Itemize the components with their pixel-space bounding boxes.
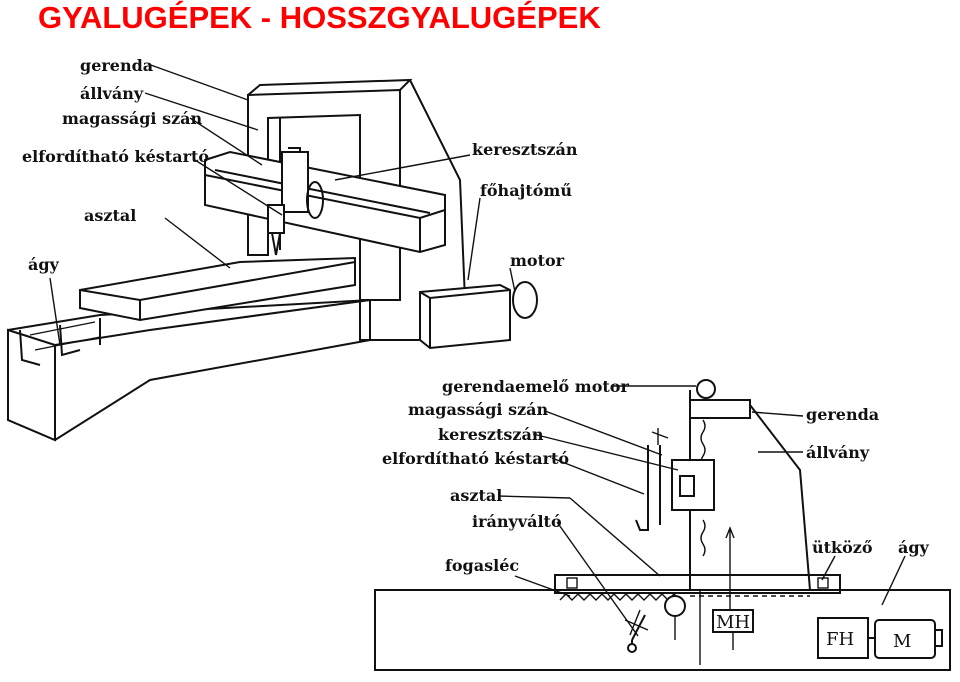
main-drive-drawing bbox=[419, 281, 538, 350]
bottom-leader-lines bbox=[497, 385, 906, 637]
beam-block bbox=[689, 399, 751, 419]
mh-label: MH bbox=[716, 612, 750, 633]
label-allvany-top: állvány bbox=[80, 84, 144, 103]
label-utkozo: ütköző bbox=[812, 538, 873, 557]
label-agy-bottom: ágy bbox=[898, 538, 930, 557]
beam-motor-circle bbox=[696, 379, 716, 399]
label-gerenda-bottom: gerenda bbox=[806, 405, 879, 424]
cross-rail-drawing bbox=[204, 150, 446, 254]
rack-teeth bbox=[559, 593, 681, 601]
label-iranyvalto: irányváltó bbox=[472, 512, 562, 531]
top-labels: gerenda állvány magassági szán elfordíth… bbox=[22, 56, 578, 274]
tool-head-drawing bbox=[267, 147, 324, 256]
bottom-labels: gerendaemelő motor magassági szán keresz… bbox=[382, 377, 930, 575]
label-keresztszan-bottom: keresztszán bbox=[438, 425, 544, 444]
page-title: GYALUGÉPEK - HOSSZGYALUGÉPEK bbox=[38, 0, 601, 35]
top-leader-lines bbox=[49, 63, 516, 346]
label-agy-top: ágy bbox=[28, 255, 60, 274]
label-keresztszan-top: keresztszán bbox=[472, 140, 578, 159]
label-fohajtomu-top: főhajtómű bbox=[480, 181, 572, 200]
label-allvany-bottom: állvány bbox=[806, 443, 870, 462]
bed-drawing bbox=[7, 298, 371, 442]
label-asztal-top: asztal bbox=[84, 206, 136, 225]
label-magassagi-szan-bottom: magassági szán bbox=[408, 400, 549, 419]
table-drawing bbox=[79, 256, 356, 322]
bed-base bbox=[374, 589, 951, 671]
table-bar bbox=[554, 574, 841, 594]
label-asztal-bottom: asztal bbox=[450, 486, 502, 505]
label-magassagi-szan-top: magassági szán bbox=[62, 109, 203, 128]
bottom-schematic-drawing: MH FH M bbox=[374, 379, 951, 671]
fh-label: FH bbox=[826, 629, 854, 650]
label-gerendaemelo-motor: gerendaemelő motor bbox=[442, 377, 629, 396]
top-machine-drawing bbox=[7, 63, 538, 442]
label-elfordithato-kestarto-bottom: elfordítható késtartó bbox=[382, 449, 569, 468]
m-label: M bbox=[893, 631, 911, 652]
label-fogasleco: fogasléc bbox=[445, 556, 519, 575]
label-motor-top: motor bbox=[510, 251, 565, 270]
label-gerenda-top: gerenda bbox=[80, 56, 153, 75]
label-elfordithato-kestarto-top: elfordítható késtartó bbox=[22, 147, 209, 166]
